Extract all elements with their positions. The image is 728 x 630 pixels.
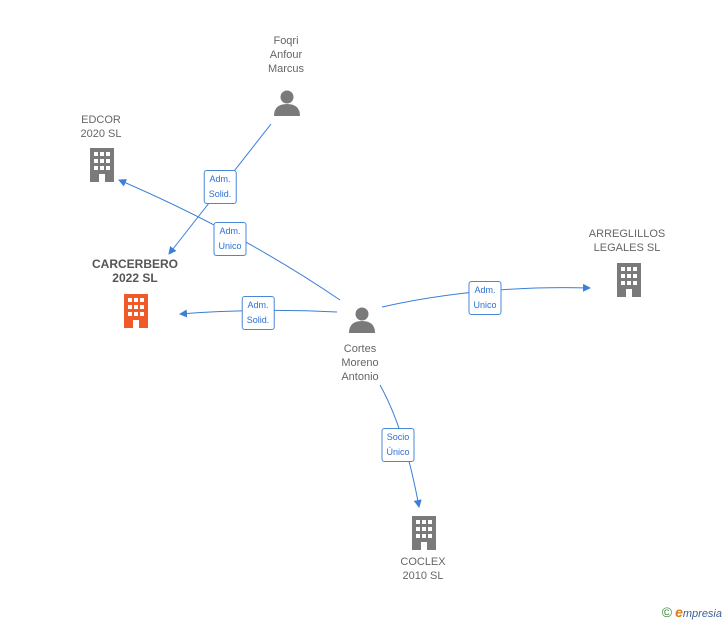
edge-label-socio-unico: Socio Único (381, 428, 415, 462)
empresia-brand[interactable]: ©empresia (662, 604, 722, 620)
building-icon[interactable] (408, 514, 440, 550)
brand-initial: e (675, 604, 683, 620)
person-icon[interactable] (272, 88, 302, 118)
person-icon[interactable] (347, 305, 377, 335)
company-label-coclex[interactable]: COCLEX 2010 SL (400, 556, 446, 582)
company-label-arreglillos[interactable]: ARREGLILLOS LEGALES SL (588, 228, 666, 254)
person-label-foqri[interactable]: Foqri Anfour Marcus (267, 35, 305, 75)
person-label-cortes[interactable]: Cortes Moreno Antonio (341, 343, 379, 383)
edge-label-adm-solid: Adm. Solid. (203, 170, 237, 204)
brand-name: mpresia (682, 608, 722, 620)
company-label-carcerbero[interactable]: CARCERBERO 2022 SL (91, 257, 179, 285)
edge-label-adm-unico: Adm. Unico (213, 222, 247, 256)
building-icon[interactable] (86, 146, 118, 182)
edge-label-adm-solid: Adm. Solid. (241, 296, 275, 330)
main-company-building-icon[interactable] (120, 292, 152, 328)
copyright-icon: © (661, 604, 673, 620)
company-label-edcor[interactable]: EDCOR 2020 SL (80, 114, 122, 140)
edge-label-adm-unico: Adm. Unico (468, 281, 502, 315)
building-icon[interactable] (613, 261, 645, 297)
